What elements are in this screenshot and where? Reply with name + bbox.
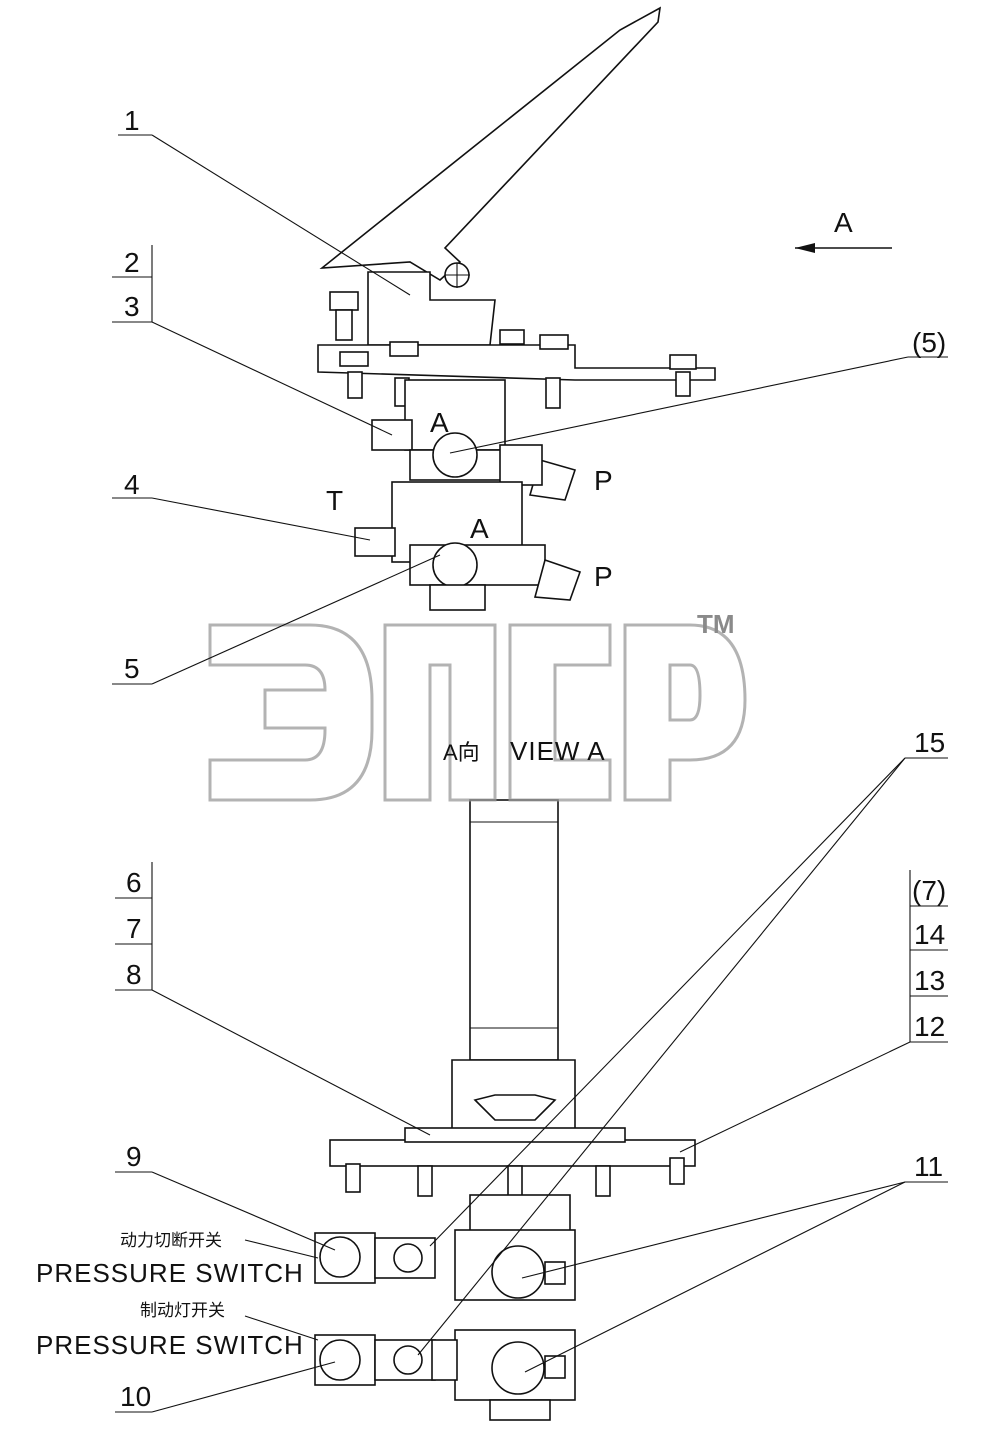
view-title-en: VIEW A	[510, 736, 606, 766]
callout-14: 14	[914, 919, 945, 950]
port-a-lower: A	[470, 513, 489, 544]
switch-lower-cn: 制动灯开关	[140, 1301, 225, 1320]
leader-lines	[112, 134, 948, 1413]
callout-6: 6	[126, 867, 142, 898]
pedal-valve-assembly	[317, 6, 716, 611]
callout-8: 8	[126, 959, 142, 990]
switch-lower-en: PRESSURE SWITCH	[36, 1330, 304, 1360]
callout-5-paren: (5)	[912, 327, 946, 358]
port-t: T	[326, 485, 343, 516]
switch-upper-cn: 动力切断开关	[120, 1231, 222, 1250]
callout-10: 10	[120, 1381, 151, 1412]
callout-15: 15	[914, 727, 945, 758]
watermark-logo: TM	[208, 609, 747, 802]
callout-4: 4	[124, 469, 140, 500]
port-p-lower: P	[594, 561, 613, 592]
callout-3: 3	[124, 291, 140, 322]
callout-7-paren: (7)	[912, 875, 946, 906]
switch-upper-en: PRESSURE SWITCH	[36, 1258, 304, 1288]
port-labels: A A T A P P	[326, 207, 853, 592]
switch-labels: 动力切断开关 PRESSURE SWITCH 制动灯开关 PRESSURE SW…	[36, 1231, 304, 1360]
callout-5: 5	[124, 653, 140, 684]
view-arrow-label: A	[834, 207, 853, 238]
port-a-upper: A	[430, 407, 449, 438]
view-a-assembly	[314, 799, 696, 1421]
port-p-upper: P	[594, 465, 613, 496]
callout-9: 9	[126, 1141, 142, 1172]
callout-7: 7	[126, 913, 142, 944]
callout-13: 13	[914, 965, 945, 996]
watermark-tm: TM	[697, 609, 735, 639]
callout-2: 2	[124, 247, 140, 278]
callout-12: 12	[914, 1011, 945, 1042]
callout-1: 1	[124, 105, 140, 136]
view-title: A向 VIEW A	[443, 736, 606, 766]
callout-11: 11	[914, 1151, 943, 1182]
view-title-cn: A向	[443, 740, 480, 765]
callout-numbers: 1 2 3 (5) 4 5 15 6 7 8 (7) 14 13 12 9 11…	[120, 105, 946, 1412]
